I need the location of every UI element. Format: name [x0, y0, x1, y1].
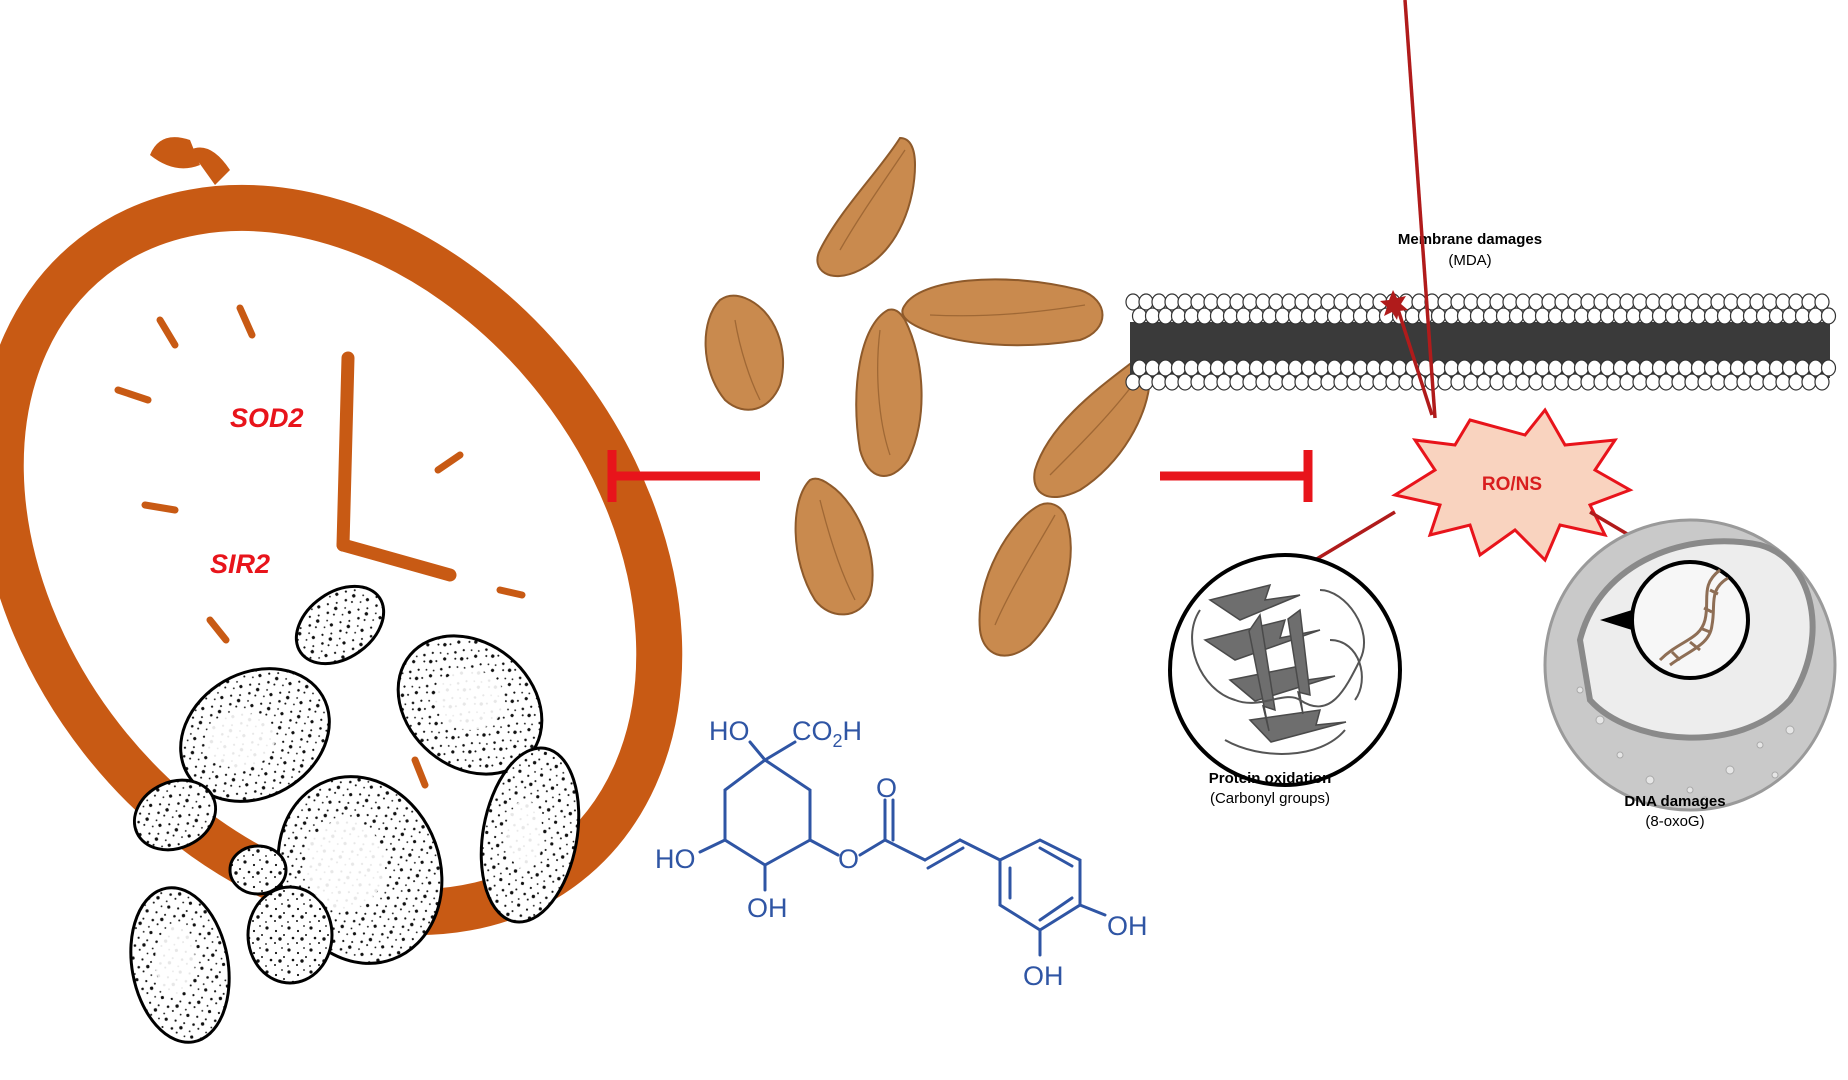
phospholipid-head — [1820, 359, 1837, 377]
inhibition-symbol-right — [1160, 450, 1313, 502]
clock-ticks — [114, 304, 539, 789]
gene-label-sir2: SIR2 — [210, 549, 270, 579]
phospholipid-head — [1820, 307, 1837, 325]
phospholipid-head — [1814, 373, 1830, 391]
almond-icon — [704, 294, 785, 411]
dna-helix-icon — [1658, 568, 1729, 667]
atom-label-ho-left: HO — [655, 844, 696, 874]
ros-label: RO/NS — [1482, 474, 1542, 495]
clock-hands — [336, 351, 457, 582]
atom-label-carbonyl-o: O — [876, 773, 897, 803]
almond-icon — [794, 477, 874, 616]
yeast-vacuoles — [155, 670, 543, 995]
protein-damage-marker: (Carbonyl groups) — [1210, 790, 1330, 807]
atom-label-ring-o: O — [838, 844, 859, 874]
atom-label-oh-bottom: OH — [747, 893, 788, 923]
yeast-cell-icon — [228, 844, 288, 896]
almond-kernels — [704, 136, 1152, 657]
chlorogenic-acid-structure — [698, 740, 1107, 957]
atom-label-oh-right: OH — [1107, 911, 1148, 941]
damage-spark-icon — [1380, 290, 1408, 320]
protein-ribbon-icon — [1203, 583, 1347, 743]
cell-nucleus — [1543, 518, 1837, 812]
almond-icon — [901, 278, 1104, 347]
protein-structure — [1168, 553, 1402, 787]
almond-icon — [855, 308, 923, 477]
yeast-cell-icon — [294, 584, 386, 666]
membrane-damage-marker: (MDA) — [1448, 252, 1491, 269]
atom-label-ho-top: HO — [709, 716, 750, 746]
yeast-cell-icon — [246, 885, 334, 985]
protein-damage-title: Protein oxidation — [1209, 770, 1332, 787]
almond-icon — [978, 502, 1072, 657]
phospholipid-head — [1814, 293, 1830, 311]
membrane-damage-title: Membrane damages — [1398, 231, 1542, 248]
atom-label-co2h: CO2H — [792, 716, 862, 751]
yeast-cell-icon — [132, 778, 218, 852]
gene-label-sod2: SOD2 — [230, 403, 304, 433]
chlorogenic-acid-labels: HO CO2H HO OH O O OH OH — [655, 716, 1148, 991]
inhibition-symbol-left — [607, 450, 760, 502]
almond-texture — [734, 149, 1141, 626]
dna-damage-marker: (8-oxoG) — [1645, 813, 1704, 830]
ros-burst: RO/NS — [1391, 407, 1634, 563]
explosion-icon — [1391, 407, 1634, 563]
atom-label-oh-right-bottom: OH — [1023, 961, 1064, 991]
dna-damage-title: DNA damages — [1624, 793, 1725, 810]
lipid-bilayer — [1125, 293, 1837, 391]
